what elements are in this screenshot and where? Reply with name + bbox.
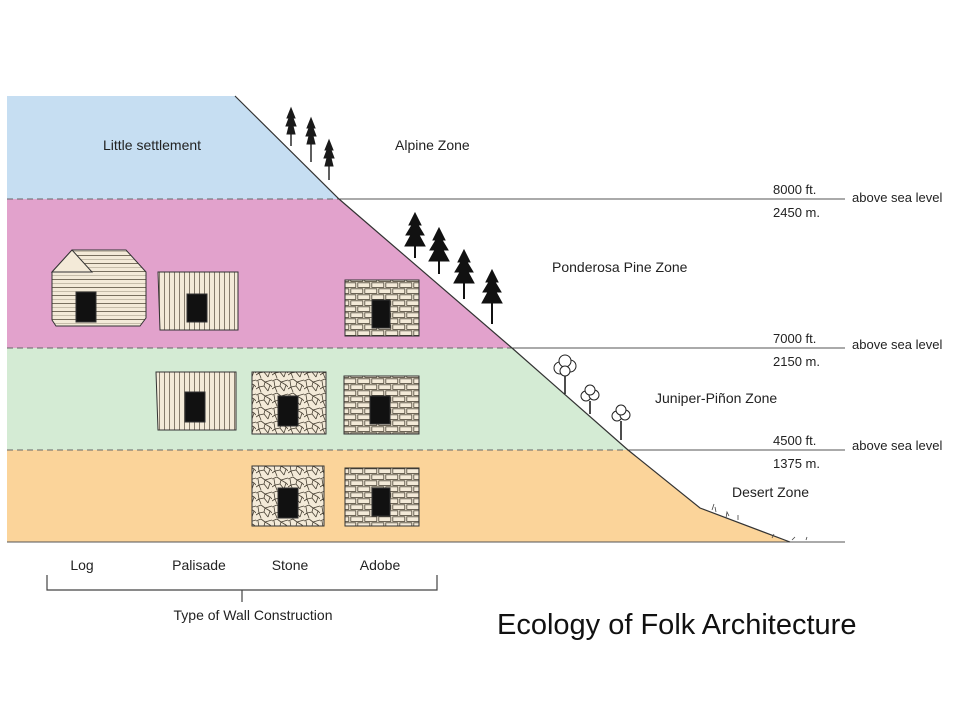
building-palisade-juniper bbox=[155, 371, 237, 431]
ponderosa-trees bbox=[404, 211, 503, 324]
mountain-slope bbox=[234, 95, 791, 543]
building-adobe-desert bbox=[344, 467, 420, 527]
wall-type-adobe: Adobe bbox=[360, 557, 401, 573]
elevation-feet: 7000 ft. bbox=[773, 331, 816, 346]
juniper-zone-label: Juniper-Piñon Zone bbox=[655, 390, 777, 406]
alpine-zone-band bbox=[7, 96, 339, 199]
elevation-feet: 4500 ft. bbox=[773, 433, 816, 448]
wall-type-log: Log bbox=[70, 557, 93, 573]
building-palisade-ponderosa bbox=[157, 271, 239, 331]
desert-scrub-icon bbox=[711, 503, 808, 541]
wall-construction-axis-label: Type of Wall Construction bbox=[174, 607, 333, 623]
building-stone-juniper bbox=[251, 371, 327, 435]
alpine-tree-icon bbox=[323, 138, 335, 180]
juniper-trees bbox=[553, 354, 631, 440]
elevation-meters: 2450 m. bbox=[773, 205, 820, 220]
elevation-lines bbox=[7, 198, 845, 543]
desert-zone-label: Desert Zone bbox=[732, 484, 809, 500]
juniper-tree-icon bbox=[580, 384, 600, 414]
alpine-zone-label: Alpine Zone bbox=[395, 137, 470, 153]
settlement-label: Little settlement bbox=[103, 137, 201, 153]
building-adobe-juniper bbox=[343, 375, 420, 435]
pine-tree-icon bbox=[404, 211, 426, 258]
juniper-tree-icon bbox=[611, 404, 631, 440]
wall-type-stone: Stone bbox=[272, 557, 309, 573]
wall-type-palisade: Palisade bbox=[172, 557, 226, 573]
alpine-trees bbox=[285, 106, 335, 180]
building-adobe-ponderosa bbox=[344, 279, 420, 337]
pine-tree-icon bbox=[428, 226, 450, 274]
alpine-tree-icon bbox=[285, 106, 297, 146]
ponderosa-zone-label: Ponderosa Pine Zone bbox=[552, 259, 688, 275]
juniper-tree-icon bbox=[553, 354, 577, 394]
elevation-note: above sea level bbox=[852, 190, 942, 205]
elevation-meters: 2150 m. bbox=[773, 354, 820, 369]
pine-tree-icon bbox=[453, 248, 475, 299]
elevation-meters: 1375 m. bbox=[773, 456, 820, 471]
diagram-caption: Ecology of Folk Architecture bbox=[497, 609, 857, 641]
dashed-boundaries bbox=[7, 198, 628, 451]
elevation-note: above sea level bbox=[852, 337, 942, 352]
elevation-note: above sea level bbox=[852, 438, 942, 453]
building-log-cabin bbox=[50, 249, 147, 327]
alpine-tree-icon bbox=[305, 116, 317, 162]
building-stone-desert bbox=[251, 465, 325, 527]
wall-type-bracket bbox=[46, 575, 438, 602]
pine-tree-icon bbox=[481, 268, 503, 324]
elevation-feet: 8000 ft. bbox=[773, 182, 816, 197]
